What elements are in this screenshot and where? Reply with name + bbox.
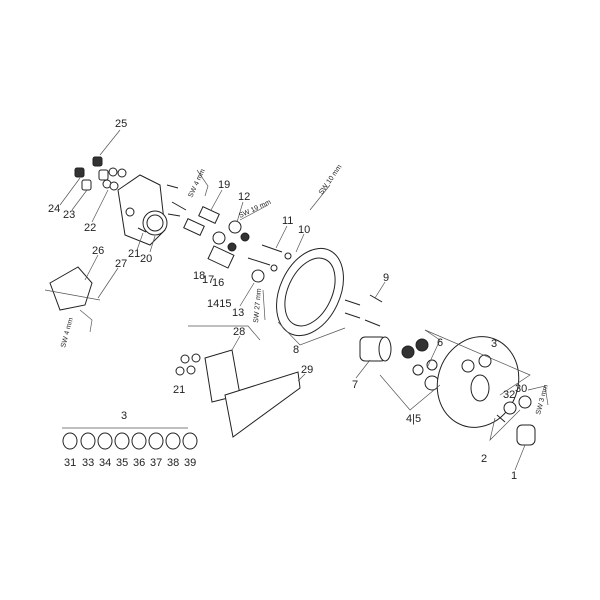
label-2: 2 [481, 453, 487, 465]
button-cap [148, 432, 164, 450]
label-21: 21 [128, 248, 140, 260]
sw-4mm-left: SW 4 mm [60, 317, 75, 349]
sw-27mm: SW 27 mm [253, 288, 263, 323]
label-22: 22 [84, 222, 96, 234]
sleeve-7 [359, 336, 392, 362]
label-10: 10 [298, 224, 310, 236]
label-26: 26 [92, 245, 104, 257]
label-23: 23 [63, 209, 75, 221]
label-32: 32 [503, 389, 515, 401]
leader-lines [59, 129, 531, 471]
label-21-seals: 21 [173, 384, 185, 396]
label-13: 13 [232, 307, 244, 319]
label-33: 33 [82, 457, 94, 469]
valve-body [117, 174, 168, 246]
label-4-5: 4|5 [406, 413, 421, 425]
sw-3mm: SW 3 mm [535, 384, 550, 416]
button-cap [97, 432, 113, 450]
label-3-row: 3 [121, 410, 127, 422]
push-buttons-6 [401, 338, 440, 391]
button-cap [131, 432, 147, 450]
bracket-29 [224, 371, 301, 438]
label-17: 17 [202, 274, 214, 286]
part-labels: 25 24 23 22 21 20 26 27 19 12 11 10 18 1… [48, 118, 527, 482]
button-cap [165, 432, 181, 450]
label-28: 28 [233, 326, 245, 338]
label-35: 35 [116, 457, 128, 469]
seals-21 [175, 353, 201, 376]
label-25: 25 [115, 118, 127, 130]
button-cap [182, 432, 198, 450]
row-labels: 31 33 34 35 36 37 38 39 [64, 457, 196, 469]
label-9: 9 [383, 272, 389, 284]
cover-plate [436, 336, 520, 428]
label-18: 18 [193, 270, 205, 282]
button-cap [80, 432, 96, 450]
label-3: 3 [491, 338, 497, 350]
screws-9 [344, 294, 383, 327]
label-38: 38 [167, 457, 179, 469]
label-6: 6 [437, 337, 443, 349]
label-36: 36 [133, 457, 145, 469]
button-cap [62, 432, 78, 450]
label-31: 31 [64, 457, 76, 469]
label-29: 29 [301, 364, 313, 376]
label-24: 24 [48, 203, 60, 215]
label-12: 12 [238, 191, 250, 203]
button-cap [114, 432, 130, 450]
hex-key-icon [196, 169, 209, 197]
button-caps-row [62, 432, 198, 450]
label-39: 39 [184, 457, 196, 469]
label-19: 19 [218, 179, 230, 191]
rods-11 [247, 244, 292, 283]
label-34: 34 [99, 457, 111, 469]
rough-in-body [44, 266, 101, 333]
cartridges [183, 206, 250, 269]
handle-parts [496, 395, 536, 446]
sw-10mm: SW 10 mm [318, 164, 344, 197]
sw-4mm-top: SW 4 mm [187, 168, 206, 199]
label-27: 27 [115, 258, 127, 270]
label-16: 16 [212, 277, 224, 289]
bolts [137, 184, 187, 233]
fittings-23-25 [74, 156, 127, 191]
label-7: 7 [352, 379, 358, 391]
label-37: 37 [150, 457, 162, 469]
wrench-icons [239, 184, 549, 406]
label-11: 11 [282, 215, 293, 227]
label-20: 20 [140, 253, 152, 265]
label-14-15: 1415 [207, 298, 231, 310]
label-30: 30 [515, 383, 527, 395]
label-1: 1 [511, 470, 517, 482]
mounting-ring [276, 247, 344, 337]
label-8: 8 [293, 344, 299, 356]
